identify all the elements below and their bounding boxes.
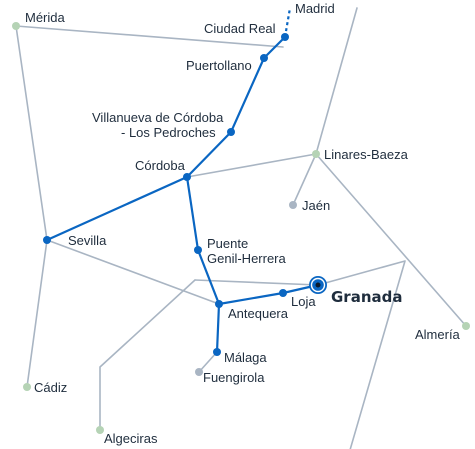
line-linares-jaen: [292, 153, 317, 206]
label-villanueva-line1: Villanueva de Córdoba: [92, 110, 224, 125]
station-dot-cordoba: [183, 173, 191, 181]
line-sevilla-antequera: [46, 239, 220, 305]
label-fuengirola: Fuengirola: [203, 370, 265, 385]
label-almeria: Almería: [415, 327, 461, 342]
label-villanueva-line2: - Los Pedroches: [121, 125, 216, 140]
label-malaga: Málaga: [224, 350, 267, 365]
station-dot-puente-genil: [194, 246, 202, 254]
line-merida-north: [15, 25, 284, 48]
label-puente-genil-line1: Puente: [207, 236, 248, 251]
label-cordoba: Córdoba: [135, 158, 186, 173]
station-dot-cadiz: [23, 383, 31, 391]
station-dot-malaga: [213, 348, 221, 356]
station-dot-jaen: [289, 201, 297, 209]
line-merida-sevilla: [15, 25, 48, 241]
station-dot-algeciras: [96, 426, 104, 434]
label-algeciras: Algeciras: [104, 431, 158, 446]
route-lines: [45, 7, 320, 354]
station-dot-linares: [312, 150, 320, 158]
station-dot-villanueva: [227, 128, 235, 136]
label-puertollano: Puertollano: [186, 58, 252, 73]
label-puente-genil-line2: Genil-Herrera: [207, 251, 287, 266]
line-algeciras: [99, 279, 196, 431]
line-granada-east: [317, 260, 406, 449]
label-sevilla: Sevilla: [68, 233, 107, 248]
station-dot-puertollano: [260, 54, 268, 62]
line-linares-almeria: [315, 153, 467, 327]
station-dot-ciudad-real: [281, 33, 289, 41]
station-dot-sevilla: [43, 236, 51, 244]
station-dot-fuengirola: [195, 368, 203, 376]
label-antequera: Antequera: [228, 306, 289, 321]
label-merida: Mérida: [25, 10, 66, 25]
label-granada: Granada: [331, 288, 403, 306]
line-cordoba-linares: [186, 153, 317, 178]
destination-marker-granada: [309, 276, 327, 294]
rail-network-lines: [15, 7, 467, 449]
label-linares: Linares-Baeza: [324, 147, 409, 162]
station-dot-merida: [12, 22, 20, 30]
line-linares-north: [315, 7, 358, 155]
label-ciudad-real: Ciudad Real: [204, 21, 276, 36]
station-dot-antequera: [215, 300, 223, 308]
label-madrid: Madrid: [295, 1, 335, 16]
line-sevilla-cadiz: [26, 239, 48, 388]
route-antequera-malaga: [215, 302, 221, 354]
label-cadiz: Cádiz: [34, 380, 67, 395]
line-fuengirola: [198, 351, 218, 373]
route-madrid-extension: [283, 7, 292, 38]
line-granada-west: [194, 279, 319, 286]
label-loja: Loja: [291, 294, 316, 309]
label-jaen: Jaén: [302, 198, 330, 213]
station-dot-almeria: [462, 322, 470, 330]
station-dot-loja: [279, 289, 287, 297]
